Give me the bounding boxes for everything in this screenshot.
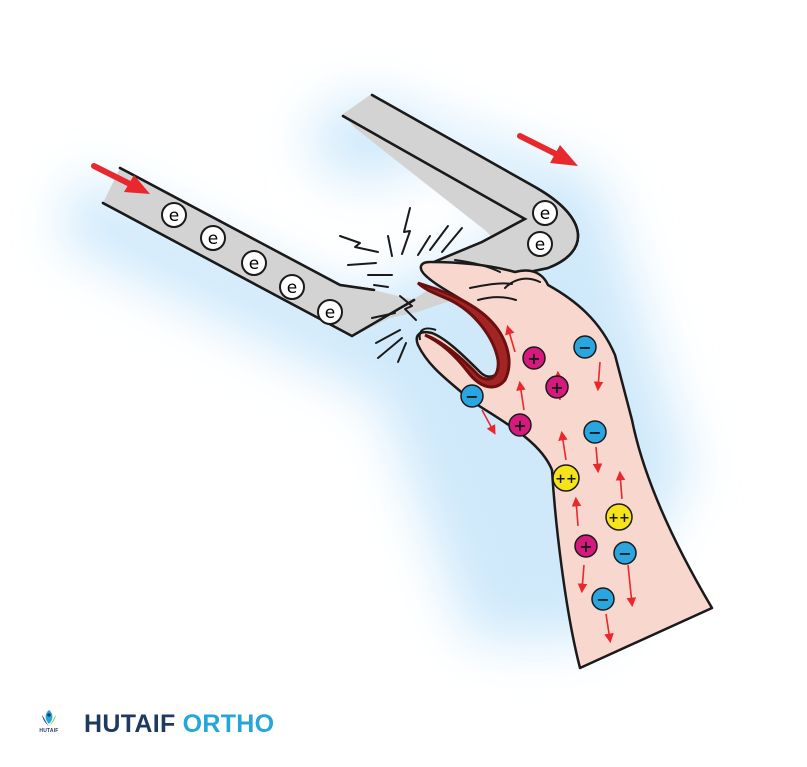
svg-text:e: e	[540, 204, 550, 224]
ion-negative: −	[460, 384, 484, 408]
electron: e	[279, 274, 305, 300]
electron: e	[241, 250, 267, 276]
brand-name-part1: HUTAIF	[84, 709, 176, 738]
svg-text:−: −	[588, 423, 601, 442]
electron: e	[200, 225, 226, 251]
ion-negative: −	[583, 420, 607, 444]
ion-positive: +	[508, 413, 532, 437]
finger-creases	[454, 259, 541, 301]
electron: e	[161, 202, 187, 228]
svg-text:++: ++	[608, 511, 630, 526]
svg-text:−: −	[465, 387, 478, 406]
svg-text:−: −	[618, 544, 631, 563]
ion-positive: +	[545, 375, 569, 399]
ion-double-positive: ++	[605, 503, 633, 531]
ion-positive: +	[522, 346, 546, 370]
arrow-right-icon	[91, 163, 150, 194]
ion-positive: +	[574, 534, 598, 558]
svg-text:e: e	[287, 278, 297, 298]
lightning-bolt-icon	[339, 207, 463, 363]
svg-text:+: +	[579, 537, 592, 556]
ion-double-positive: ++	[552, 464, 580, 492]
hutaif-logo-icon: HUTAIF	[36, 709, 62, 739]
svg-text:−: −	[578, 338, 591, 357]
ion-negative: −	[613, 541, 637, 565]
svg-text:e: e	[208, 229, 218, 249]
electron: e	[317, 299, 343, 325]
svg-text:e: e	[249, 254, 259, 274]
svg-text:++: ++	[555, 472, 577, 487]
electron: e	[527, 231, 553, 257]
svg-text:e: e	[535, 235, 545, 255]
electron: e	[532, 200, 558, 226]
svg-text:e: e	[169, 206, 179, 226]
burn-wound	[416, 281, 511, 389]
thumb-outline	[418, 327, 437, 341]
svg-text:e: e	[325, 303, 335, 323]
electrons: e e e e e e e	[161, 200, 558, 325]
ion-negative: −	[573, 335, 597, 359]
ions: + + + + − − − − − ++ ++	[460, 335, 637, 611]
svg-text:+: +	[527, 349, 540, 368]
svg-text:+: +	[550, 378, 563, 397]
ion-negative: −	[591, 587, 615, 611]
wire-fill-right	[343, 95, 560, 276]
svg-text:−: −	[596, 590, 609, 609]
svg-text:+: +	[513, 416, 526, 435]
logo-text: HUTAIF	[39, 728, 59, 734]
brand-name-part2: ORTHO	[182, 709, 275, 738]
arrow-right-icon	[517, 133, 578, 166]
